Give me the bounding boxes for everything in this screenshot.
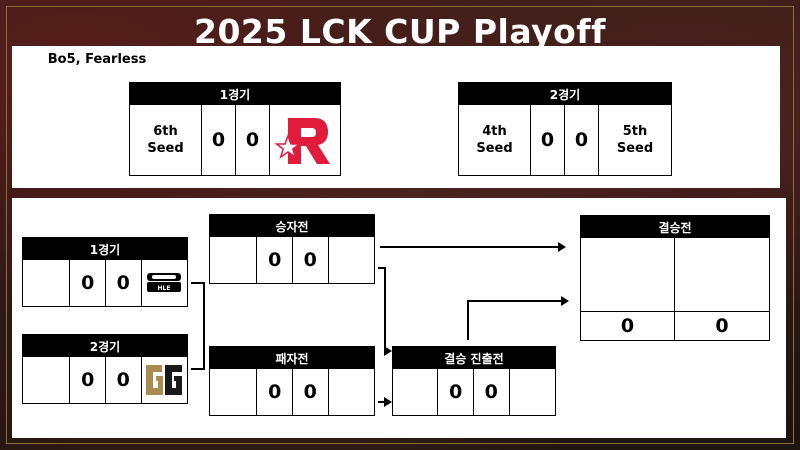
- score-left: 0: [581, 312, 675, 340]
- team-seed-left: 6th Seed: [130, 105, 202, 175]
- team-slot-empty: [581, 238, 675, 311]
- arrow-right-icon: [384, 397, 392, 407]
- hanwha-life-logo-text: HLE: [158, 285, 171, 292]
- match-label: 패자전: [210, 347, 374, 369]
- score-left: 0: [531, 105, 565, 175]
- team-slot-empty: [510, 369, 555, 415]
- team-slot-empty: [210, 369, 258, 415]
- team-slot-empty: [210, 237, 258, 283]
- team-slot-empty: [329, 369, 374, 415]
- bracket-final: 결승전 0 0: [580, 215, 770, 341]
- arrow-right-icon: [558, 242, 566, 252]
- match-label: 1경기: [23, 238, 187, 260]
- score-left: 0: [202, 105, 236, 175]
- score-left: 0: [257, 369, 293, 415]
- team-slot-empty: [329, 237, 374, 283]
- hanwha-life-logo: HLE: [142, 260, 187, 306]
- arrow-right-icon: [384, 346, 392, 356]
- score-right: 0: [565, 105, 599, 175]
- gen-g-logo: [142, 357, 187, 403]
- format-label: Bo5, Fearless: [12, 46, 182, 72]
- match-label: 결승전: [581, 216, 769, 238]
- connector-line: [378, 267, 386, 269]
- score-right: 0: [236, 105, 270, 175]
- connector-line: [467, 300, 469, 340]
- team-seed-left: 4th Seed: [459, 105, 531, 175]
- connector-line: [384, 267, 386, 347]
- connector-line: [203, 282, 205, 370]
- match-label: 1경기: [130, 83, 340, 105]
- page-title: 2025 LCK CUP Playoff: [194, 12, 606, 51]
- score-right: 0: [293, 369, 329, 415]
- bracket-losers-match: 패자전 0 0: [209, 346, 375, 416]
- team-slot-empty: [675, 238, 769, 311]
- bracket-winners-match: 승자전 0 0: [209, 214, 375, 284]
- score-left: 0: [438, 369, 474, 415]
- team-slot-empty: [23, 357, 71, 403]
- connector-line: [467, 300, 561, 302]
- bracket-final-qualifier: 결승 진출전 0 0: [392, 346, 556, 416]
- bracket-round1-match2: 2경기 0 0: [22, 334, 188, 404]
- arrow-right-icon: [561, 296, 569, 306]
- match-label: 결승 진출전: [393, 347, 555, 369]
- team-seed-right: 5th Seed: [616, 124, 654, 156]
- match-label: 2경기: [459, 83, 671, 105]
- kt-rolster-logo: [270, 105, 340, 175]
- connector-line: [191, 368, 205, 370]
- connector-line: [380, 246, 558, 248]
- score-right: 0: [106, 260, 142, 306]
- match-label: 승자전: [210, 215, 374, 237]
- connector-line: [191, 282, 205, 284]
- top-match-2: 2경기 4th Seed 0 0 5th Seed: [458, 82, 672, 176]
- top-match-1: 1경기 6th Seed 0 0: [129, 82, 341, 176]
- bracket-round1-match1: 1경기 0 0 HLE: [22, 237, 188, 307]
- team-slot-empty: [393, 369, 439, 415]
- score-left: 0: [257, 237, 293, 283]
- decorative-frame: [6, 6, 794, 444]
- score-right: 0: [474, 369, 510, 415]
- score-right: 0: [293, 237, 329, 283]
- score-left: 0: [70, 357, 106, 403]
- match-label: 2경기: [23, 335, 187, 357]
- connector-line: [378, 401, 386, 403]
- score-right: 0: [715, 315, 729, 337]
- score-right: 0: [106, 357, 142, 403]
- team-slot-empty: [23, 260, 71, 306]
- score-left: 0: [70, 260, 106, 306]
